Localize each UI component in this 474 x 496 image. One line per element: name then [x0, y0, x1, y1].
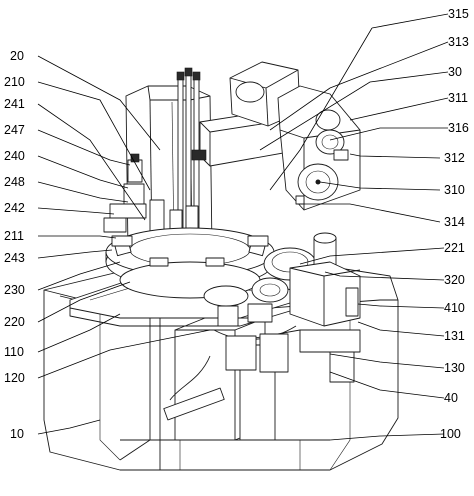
label-220: 220: [4, 315, 25, 329]
label-240: 240: [4, 149, 25, 163]
label-313: 313: [448, 35, 469, 49]
label-230: 230: [4, 283, 25, 297]
label-247: 247: [4, 123, 25, 137]
machine-drawing: [43, 61, 399, 471]
lower-drive: [163, 277, 297, 421]
leader-lines: [37, 13, 449, 441]
label-221: 221: [444, 241, 465, 255]
label-316: 316: [448, 121, 469, 135]
label-315: 315: [448, 7, 469, 21]
label-243: 243: [4, 251, 25, 265]
label-310: 310: [444, 183, 465, 197]
spindle-head: [191, 61, 361, 211]
label-314: 314: [444, 215, 465, 229]
label-241: 241: [4, 97, 25, 111]
label-20: 20: [10, 49, 24, 63]
label-30: 30: [448, 65, 462, 79]
label-312: 312: [444, 151, 465, 165]
label-110: 110: [4, 345, 24, 359]
label-211: 211: [4, 229, 24, 243]
label-100: 100: [440, 427, 461, 441]
label-40: 40: [444, 391, 458, 405]
label-131: 131: [444, 329, 465, 343]
label-10: 10: [10, 427, 24, 441]
reference-labels: 315 313 20 30 210 311 241 316 247 312 24…: [4, 7, 469, 441]
label-248: 248: [4, 175, 25, 189]
label-242: 242: [4, 201, 25, 215]
label-410: 410: [444, 301, 465, 315]
label-130: 130: [444, 361, 465, 375]
label-320: 320: [444, 273, 465, 287]
right-mechanism: [243, 232, 361, 383]
rotary-table: [105, 227, 275, 299]
label-210: 210: [4, 75, 25, 89]
label-311: 311: [448, 91, 468, 105]
label-120: 120: [4, 371, 25, 385]
